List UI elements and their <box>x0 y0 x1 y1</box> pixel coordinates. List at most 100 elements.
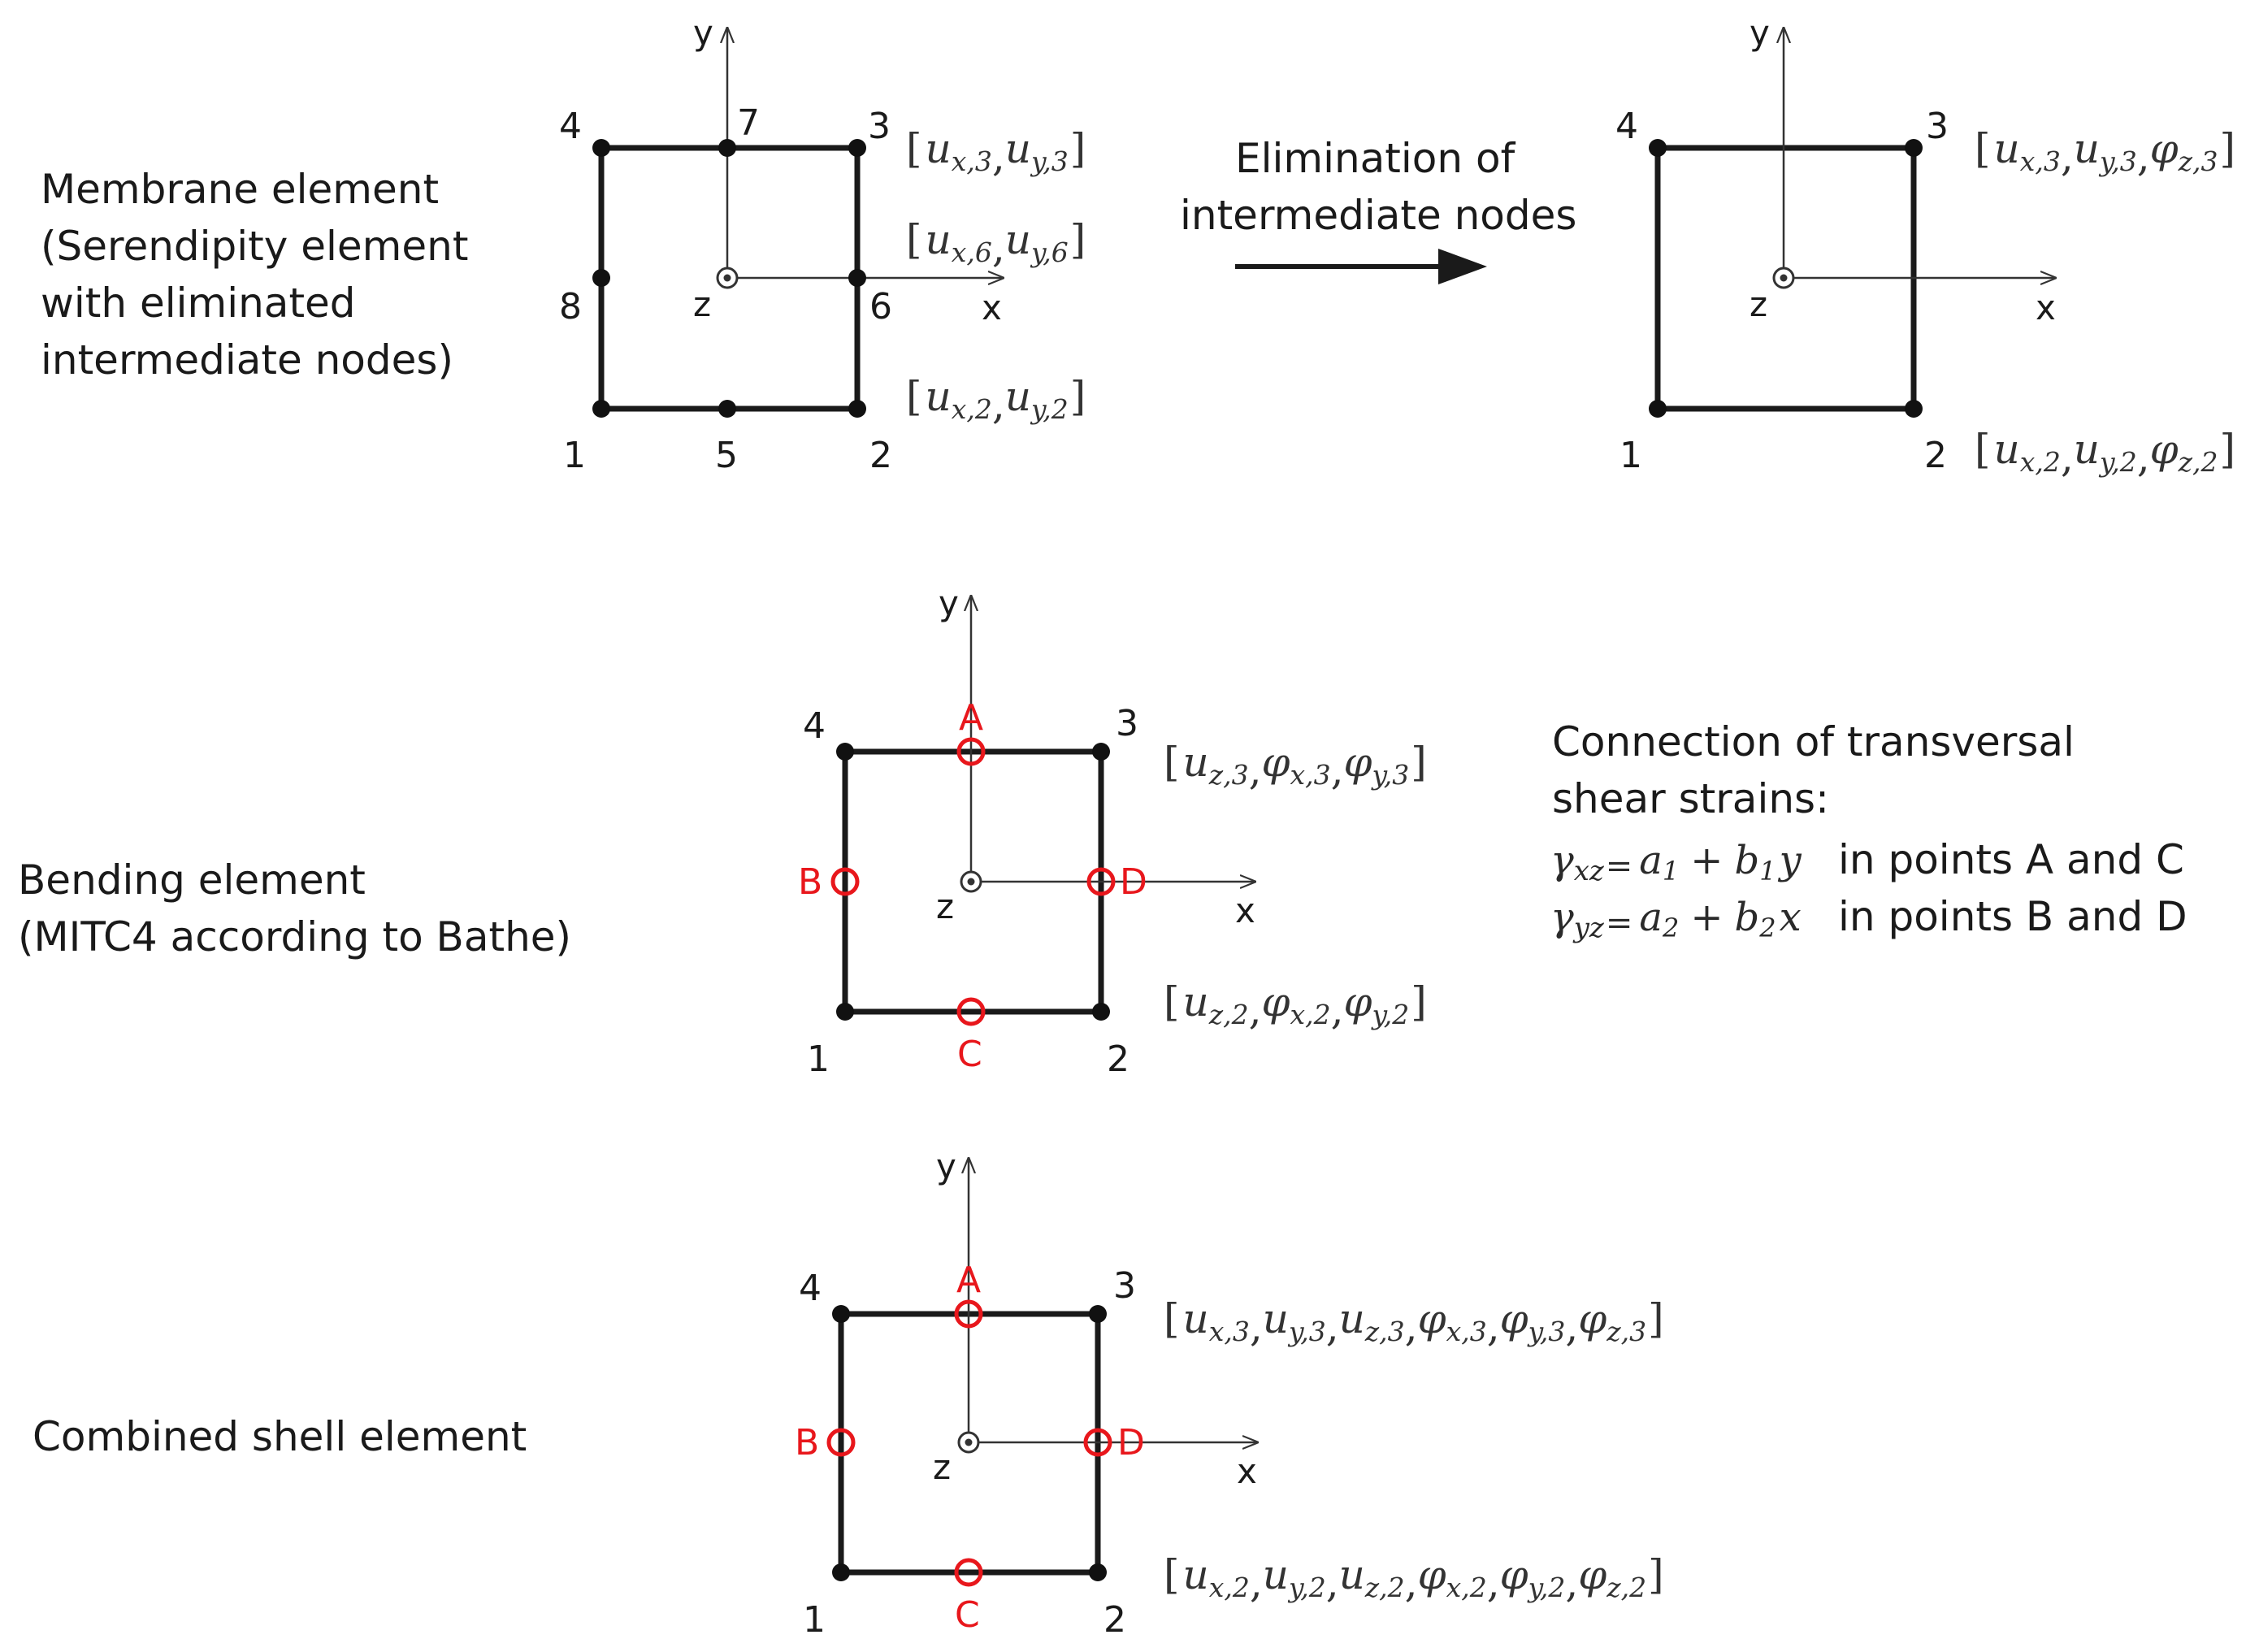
dof-subscript: y,3 <box>1287 1316 1326 1347</box>
sampling-point-b <box>826 1428 856 1457</box>
membrane-element: y x z 1 2 3 4 5 6 7 8 <box>559 13 1004 476</box>
dof-subscript: z,2 <box>2178 446 2218 478</box>
dof-symbol: φ <box>1418 1551 1446 1598</box>
dof-symbol: , <box>1326 1559 1339 1606</box>
dof-symbol: φ <box>1578 1295 1606 1342</box>
z-axis-label: z <box>933 1447 951 1487</box>
node-4 <box>592 139 610 157</box>
dof-subscript: z,3 <box>2178 145 2218 177</box>
x-axis-label: x <box>982 288 1002 327</box>
dof-label: [ux,3,uy,3,φz,3] <box>1975 125 2235 180</box>
y-axis-label: y <box>936 1147 956 1186</box>
sampling-point-a <box>956 737 986 766</box>
dof-subscript: z,2 <box>1208 999 1249 1030</box>
z-axis-icon <box>716 267 739 289</box>
membrane-section: Membrane element (Serendipity element wi… <box>41 13 1086 476</box>
dof-symbol: [ <box>1164 739 1180 786</box>
dof-symbol: , <box>1249 747 1262 794</box>
point-label-b: B <box>798 861 822 903</box>
point-label-d: D <box>1120 861 1147 903</box>
dof-symbol: , <box>1331 986 1344 1034</box>
point-label-b: B <box>795 1422 819 1463</box>
node-2 <box>1092 1003 1110 1021</box>
dof-symbol: , <box>2137 434 2150 481</box>
eq-a: a <box>1639 838 1663 883</box>
dof-symbol: u <box>1005 216 1031 263</box>
node-label-4: 4 <box>559 106 582 147</box>
node-8 <box>592 269 610 287</box>
shear-equation-yz: γyz=a2+b2x in points B and D <box>1550 893 2187 944</box>
dof-subscript: z,2 <box>1606 1572 1646 1603</box>
dof-label: [ux,2,uy,2,φz,2] <box>1975 426 2235 481</box>
membrane-title-line-1: Membrane element <box>41 166 439 213</box>
dof-symbol: u <box>1183 739 1209 786</box>
eq-b-sub: 2 <box>1758 913 1776 943</box>
node-label-3: 3 <box>1926 106 1949 147</box>
svg-text:γyz=a2+b2x: γyz=a2+b2x <box>1550 895 1802 944</box>
dof-symbol: , <box>1405 1303 1418 1351</box>
eq-lhs-sub: xz <box>1574 855 1605 887</box>
node-1 <box>1649 400 1667 418</box>
dof-symbol: u <box>2074 426 2100 473</box>
eq-where: in points B and D <box>1838 893 2187 940</box>
node-1 <box>832 1563 850 1581</box>
dof-symbol: , <box>2061 133 2074 180</box>
node-label-1: 1 <box>1619 435 1642 476</box>
sampling-point-a <box>954 1299 983 1329</box>
dof-subscript: y,6 <box>1030 236 1069 268</box>
dof-label: [ux,2,uy,2,uz,2,φx,2,φy,2,φz,2] <box>1164 1551 1664 1606</box>
dof-symbol: φ <box>1262 978 1290 1025</box>
membrane-title-line-3: with eliminated <box>41 280 356 327</box>
dof-symbol: φ <box>1344 739 1372 786</box>
dof-symbol: φ <box>1262 739 1290 786</box>
dof-symbol: , <box>1326 1303 1339 1351</box>
eq-b-sub: 1 <box>1759 856 1776 887</box>
node-label-6: 6 <box>869 286 892 327</box>
node-label-3: 3 <box>868 106 891 147</box>
eq-lhs-sub: yz <box>1572 912 1605 944</box>
dof-subscript: x,3 <box>2020 145 2061 177</box>
dof-symbol: ] <box>2219 125 2235 172</box>
dof-subscript: y,2 <box>1287 1572 1326 1603</box>
dof-symbol: , <box>1331 747 1344 794</box>
node-label-4: 4 <box>803 705 826 747</box>
eq-b: b <box>1735 838 1760 883</box>
sampling-point-d <box>1086 867 1116 896</box>
eq-a-sub: 2 <box>1662 913 1679 943</box>
dof-symbol: φ <box>1578 1551 1606 1598</box>
dof-symbol: , <box>1405 1559 1418 1606</box>
sampling-point-b <box>830 867 860 896</box>
dof-subscript: y,2 <box>1527 1572 1566 1603</box>
node-2 <box>1905 400 1923 418</box>
eq-a-sub: 1 <box>1663 856 1679 887</box>
node-label-3: 3 <box>1113 1265 1136 1307</box>
x-axis-label: x <box>2036 288 2056 327</box>
dof-subscript: y,3 <box>1030 145 1069 177</box>
node-4 <box>1649 139 1667 157</box>
node-label-7: 7 <box>737 102 760 144</box>
eq-plus: + <box>1690 838 1723 883</box>
node-label-2: 2 <box>1107 1038 1130 1080</box>
dof-symbol: u <box>1339 1551 1365 1598</box>
dof-symbol: u <box>926 125 952 172</box>
node-label-1: 1 <box>563 435 586 476</box>
node-label-1: 1 <box>807 1038 830 1080</box>
dof-label: [ux,2,uy,2] <box>906 373 1086 428</box>
eq-lhs: γ <box>1550 838 1574 883</box>
dof-subscript: x,3 <box>952 145 992 177</box>
dof-label: [ux,3,uy,3,uz,3,φx,3,φy,3,φz,3] <box>1164 1295 1664 1351</box>
elimination-section: Elimination of intermediate nodes y x z … <box>1180 13 2235 481</box>
dof-symbol: φ <box>1344 978 1372 1025</box>
dof-subscript: z,3 <box>1606 1316 1646 1347</box>
sampling-point-c <box>954 1558 983 1587</box>
dof-symbol: u <box>926 216 952 263</box>
z-axis-label: z <box>693 284 711 324</box>
z-axis-label: z <box>1750 284 1767 324</box>
dof-subscript: y,3 <box>2098 145 2137 177</box>
node-4 <box>832 1305 850 1323</box>
node-7 <box>718 139 736 157</box>
dof-symbol: ] <box>1070 373 1086 420</box>
node-label-5: 5 <box>715 435 738 476</box>
dof-subscript: y,3 <box>1527 1316 1566 1347</box>
